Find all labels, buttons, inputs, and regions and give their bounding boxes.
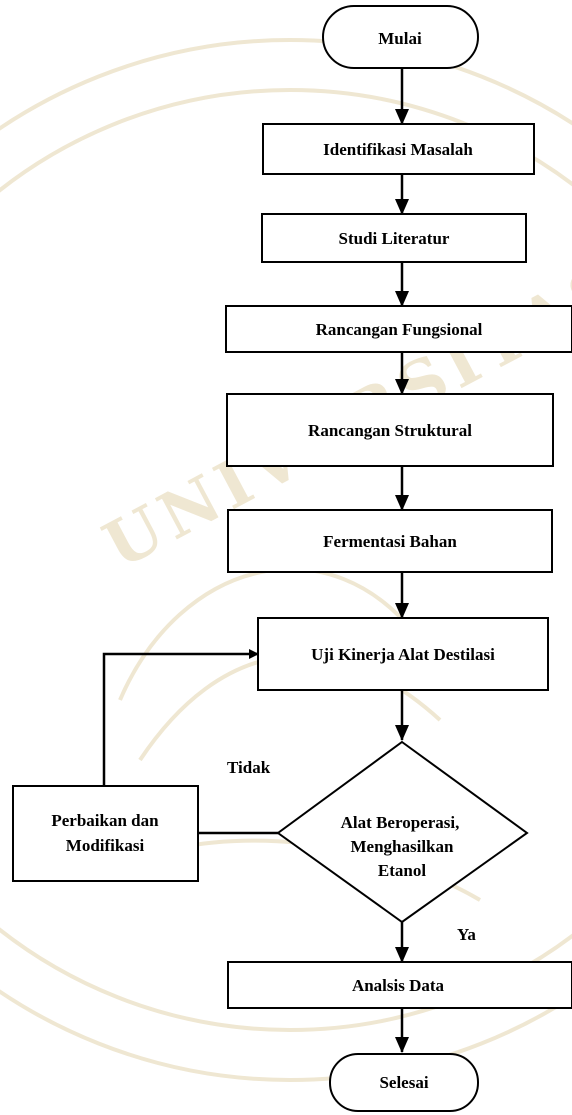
node-repair-label-line2: Modifikasi: [66, 836, 145, 855]
node-data-analysis-label: Analsis Data: [352, 976, 445, 995]
node-start-label: Mulai: [378, 29, 422, 48]
node-literature-study: Studi Literatur: [261, 213, 527, 263]
node-performance-test: Uji Kinerja Alat Destilasi: [257, 617, 549, 691]
node-repair: Perbaikan dan Modifikasi: [12, 785, 199, 882]
node-identify-problem-label: Identifikasi Masalah: [323, 140, 473, 159]
node-functional-design-label: Rancangan Fungsional: [316, 320, 483, 339]
node-fermentation: Fermentasi Bahan: [227, 509, 553, 573]
node-structural-design-label: Rancangan Struktural: [308, 421, 472, 440]
node-end: Selesai: [329, 1053, 479, 1112]
node-literature-study-label: Studi Literatur: [339, 229, 450, 248]
node-decision-label-line2: Menghasilkan: [351, 837, 455, 856]
node-decision: Alat Beroperasi, Menghasilkan Etanol: [276, 740, 529, 924]
node-decision-label-line1: Alat Beroperasi,: [341, 813, 460, 832]
node-data-analysis: Analsis Data: [227, 961, 572, 1009]
node-functional-design: Rancangan Fungsional: [225, 305, 572, 353]
node-performance-test-label: Uji Kinerja Alat Destilasi: [311, 645, 495, 664]
node-fermentation-label: Fermentasi Bahan: [323, 532, 457, 551]
node-start: Mulai: [322, 5, 479, 69]
edge-label-no: Tidak: [227, 758, 271, 777]
connectors: [102, 68, 409, 1053]
edge-label-yes: Ya: [457, 925, 476, 944]
node-identify-problem: Identifikasi Masalah: [262, 123, 535, 175]
node-decision-label-line3: Etanol: [378, 861, 426, 880]
arrow-repair-to-test: [102, 649, 259, 786]
node-repair-label-line1: Perbaikan dan: [51, 811, 159, 830]
node-end-label: Selesai: [379, 1073, 428, 1092]
node-structural-design: Rancangan Struktural: [226, 393, 554, 467]
